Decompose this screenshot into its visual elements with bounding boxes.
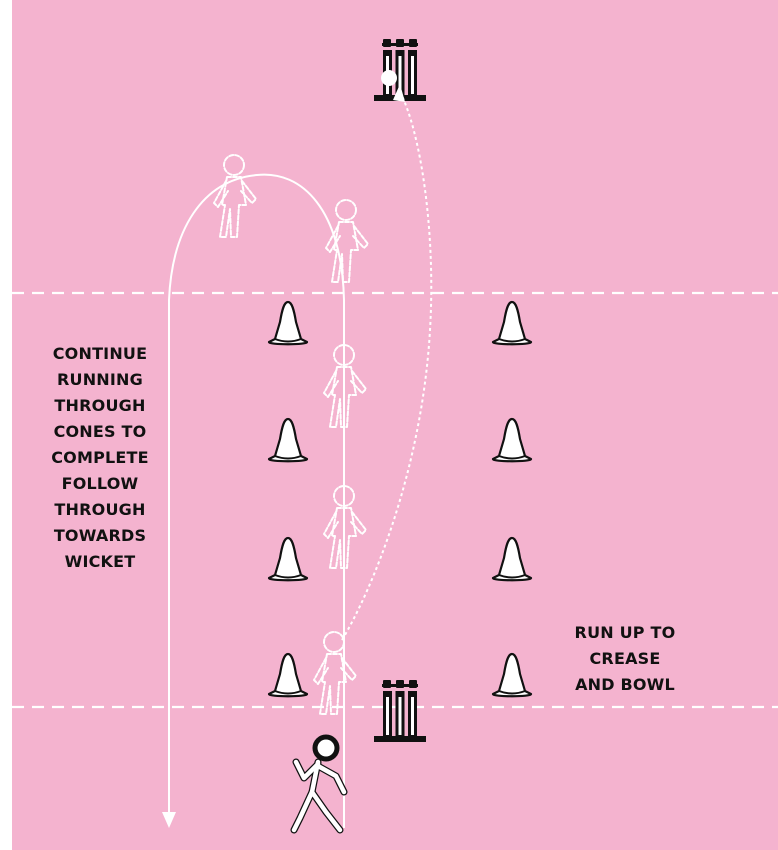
caption-line: CONES TO (22, 419, 178, 445)
caption-line: COMPLETE (22, 445, 178, 471)
follow-through-caption: CONTINUE RUNNING THROUGH CONES TO COMPLE… (22, 341, 178, 575)
caption-line: RUN UP TO (540, 620, 710, 646)
caption-line: CREASE (540, 646, 710, 672)
caption-line: AND BOWL (540, 672, 710, 698)
caption-line: FOLLOW (22, 471, 178, 497)
run-up-caption: RUN UP TO CREASE AND BOWL (540, 620, 710, 698)
caption-line: WICKET (22, 549, 178, 575)
caption-line: THROUGH (22, 497, 178, 523)
caption-line: THROUGH (22, 393, 178, 419)
caption-line: RUNNING (22, 367, 178, 393)
ball-icon (381, 70, 397, 86)
caption-line: CONTINUE (22, 341, 178, 367)
caption-line: TOWARDS (22, 523, 178, 549)
